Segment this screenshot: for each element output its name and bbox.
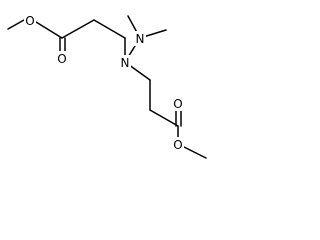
bond-left-methoxy-methyl (7, 19, 25, 30)
atom-n-dimethylamino: N (136, 32, 145, 46)
bond-right-ch2-to-carbonyl-c (149, 109, 179, 127)
atom-labels: O O N N O O (24, 13, 184, 152)
molecule-structure-diagram: O O N N O O (7, 13, 207, 159)
atom-o-carbonyl-left: O (57, 52, 66, 66)
bonds (7, 15, 207, 159)
atom-o-carbonyl-right: O (173, 97, 182, 111)
bond-left-carbonyl-to-ch2 (61, 19, 95, 39)
bond-left-ch2-to-ch2 (93, 19, 126, 39)
atom-o-ether-right: O (173, 138, 182, 152)
atom-n-central: N (121, 56, 130, 70)
bond-left-ether-o-to-carbonyl-c (35, 21, 63, 39)
atom-o-ether-left: O (25, 14, 34, 28)
